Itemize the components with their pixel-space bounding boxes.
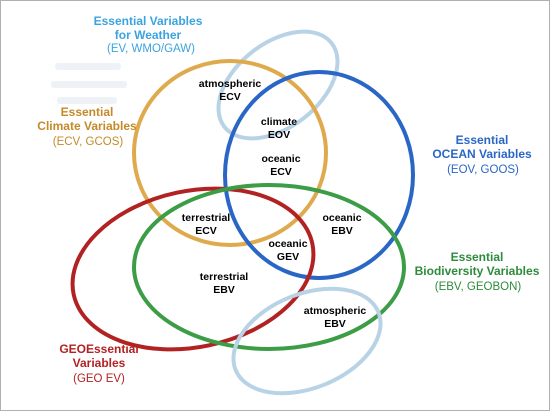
geo-sub-text: (GEO EV): [73, 373, 125, 385]
region-oceanic-gev-line2: GEV: [276, 251, 300, 263]
region-oceanic-ecv: oceanic ECV: [261, 153, 300, 179]
region-atmospheric-ebv: atmospheric EBV: [304, 305, 366, 331]
ghost-line: [57, 97, 117, 104]
biodiversity-title-2: Biodiversity Variables: [414, 264, 540, 278]
region-oceanic-ecv-line2: ECV: [270, 166, 292, 178]
region-atmospheric-ecv: atmospheric ECV: [199, 78, 261, 104]
region-atmospheric-ebv-line1: atmospheric: [303, 305, 367, 317]
region-atmospheric-ebv-line2: EBV: [324, 318, 346, 330]
biodiversity-sub-label: (EBV, GEOBON): [435, 280, 522, 294]
ocean-title-1: Essential: [455, 133, 509, 147]
ocean-sub-label: (EOV, GOOS): [447, 163, 519, 177]
weather-sub-label: (EV, WMO/GAW): [107, 42, 195, 56]
climate-sub-text: (ECV, GCOS): [52, 136, 124, 148]
atmospheric-ebv-ellipse: [231, 286, 383, 396]
climate-ellipse: [132, 59, 328, 247]
region-climate-eov-line1: climate: [260, 116, 298, 128]
region-oceanic-gev: oceanic GEV: [268, 238, 307, 264]
geo-ellipse: [70, 186, 316, 352]
region-oceanic-ebv-line2: EBV: [331, 225, 353, 237]
weather-title-1: Essential Variables: [93, 14, 203, 28]
weather-ellipse: [216, 29, 340, 141]
geo-sub-label: (GEO EV): [73, 372, 125, 386]
region-terrestrial-ebv-line1: terrestrial: [199, 271, 249, 283]
region-terrestrial-ecv-line2: ECV: [195, 225, 217, 237]
ghost-line: [51, 81, 127, 88]
region-atmospheric-ecv-line1: atmospheric: [198, 78, 262, 90]
region-terrestrial-ecv-line1: terrestrial: [181, 212, 231, 224]
region-climate-eov-line2: EOV: [267, 129, 291, 141]
ocean-ellipse: [223, 70, 415, 280]
biodiversity-ellipse: [132, 183, 406, 351]
region-oceanic-ebv: oceanic EBV: [322, 212, 361, 238]
ocean-group-label: Essential OCEAN Variables: [432, 133, 531, 161]
climate-title-2: Climate Variables: [37, 119, 137, 133]
region-oceanic-gev-line1: oceanic: [268, 238, 308, 250]
geo-group-label: GEOEssential Variables: [59, 342, 138, 370]
region-terrestrial-ebv-line2: EBV: [213, 284, 235, 296]
region-atmospheric-ecv-line2: ECV: [219, 91, 241, 103]
region-terrestrial-ebv: terrestrial EBV: [200, 271, 248, 297]
climate-sub-label: (ECV, GCOS): [53, 135, 124, 149]
biodiversity-sub-text: (EBV, GEOBON): [434, 281, 522, 293]
geo-title-1: GEOEssential: [59, 342, 139, 356]
ghost-line: [55, 63, 121, 70]
geo-title-2: Variables: [72, 356, 126, 370]
weather-group-label: Essential Variables for Weather: [94, 14, 203, 42]
region-oceanic-ebv-line1: oceanic: [322, 212, 362, 224]
biodiversity-group-label: Essential Biodiversity Variables: [415, 250, 540, 278]
weather-sub-text: (EV, WMO/GAW): [107, 43, 195, 55]
climate-group-label: Essential Climate Variables: [37, 105, 136, 133]
ocean-title-2: OCEAN Variables: [432, 147, 532, 161]
region-climate-eov: climate EOV: [261, 116, 297, 142]
region-terrestrial-ecv: terrestrial ECV: [182, 212, 230, 238]
biodiversity-title-1: Essential: [450, 250, 504, 264]
weather-title-2: for Weather: [114, 28, 182, 42]
climate-title-1: Essential: [60, 105, 114, 119]
ocean-sub-text: (EOV, GOOS): [447, 164, 519, 176]
region-oceanic-ecv-line1: oceanic: [261, 153, 301, 165]
